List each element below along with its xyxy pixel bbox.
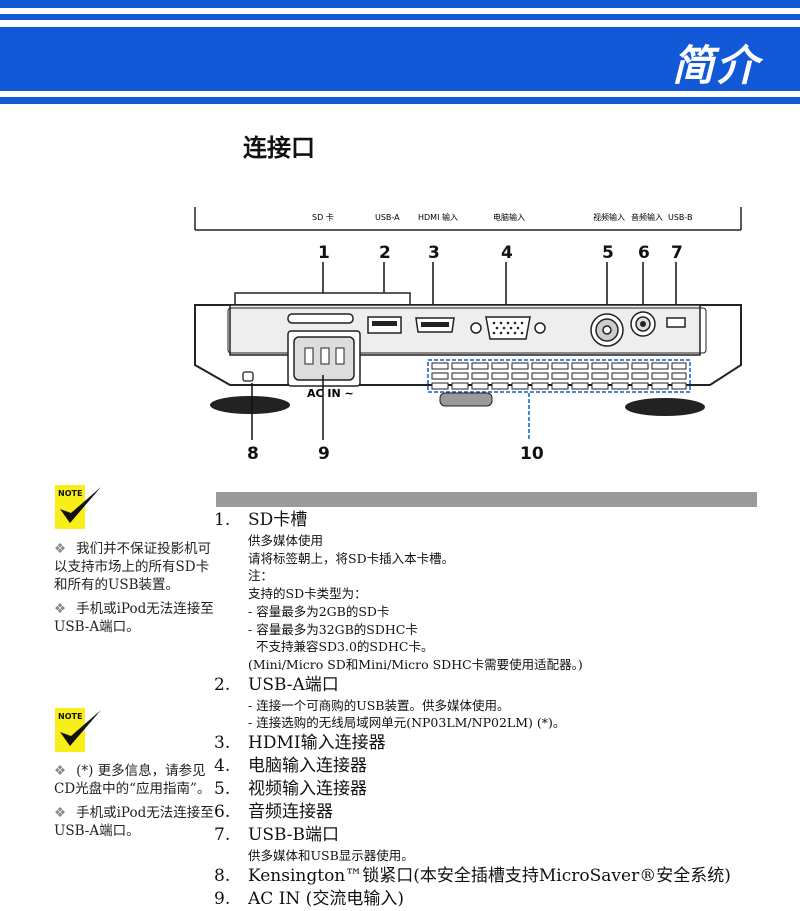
callout-8: 8 <box>247 444 259 464</box>
item-title: 音频连接器 <box>248 802 333 823</box>
item-title: 电脑输入连接器 <box>248 756 367 777</box>
item-title: AC IN (交流电输入) <box>248 888 404 909</box>
callout-10: 10 <box>520 444 544 464</box>
label-usb-a: USB-A <box>375 213 400 222</box>
item-title: USB-B端口 <box>248 825 340 846</box>
label-computer-in: 电脑输入 <box>493 212 525 222</box>
note-block-1: ❖我们并不保证投影机可以支持市场上的所有SD卡和所有的USB装置。 ❖手机或iP… <box>54 540 214 642</box>
list-item: 4.电脑输入连接器 <box>214 756 367 777</box>
note-2-paragraph-1: ❖(*) 更多信息，请参见CD光盘中的“应用指南”。 <box>54 763 211 797</box>
section-divider-bar <box>216 492 757 507</box>
list-item: 5.视频输入连接器 <box>214 779 367 800</box>
note-1-paragraph-2: ❖手机或iPod无法连接至USB-A端口。 <box>54 601 214 635</box>
item-description: 供多媒体使用请将标签朝上，将SD卡插入本卡槽。注：支持的SD卡类型为：- 容量最… <box>248 533 583 672</box>
label-video-in: 视频输入 <box>593 212 625 222</box>
callout-4: 4 <box>501 243 513 263</box>
note-block-2: ❖(*) 更多信息，请参见CD光盘中的“应用指南”。 ❖手机或iPod无法连接至… <box>54 762 214 846</box>
svg-text:NOTE: NOTE <box>58 489 82 498</box>
note-1-paragraph-1: ❖我们并不保证投影机可以支持市场上的所有SD卡和所有的USB装置。 <box>54 541 212 593</box>
header-band-thin-2 <box>0 14 800 20</box>
section-title: 连接口 <box>243 133 315 162</box>
label-hdmi-in: HDMI 输入 <box>418 212 458 222</box>
callout-6: 6 <box>638 243 650 263</box>
label-usb-b: USB-B <box>668 213 693 222</box>
list-item: 3.HDMI输入连接器 <box>214 733 386 754</box>
item-title: Kensington™锁紧口(本安全插槽支持MicroSaver®安全系统) <box>248 865 731 886</box>
header-band-thin-top <box>0 0 800 8</box>
callout-1: 1 <box>318 243 330 263</box>
callout-7: 7 <box>671 243 683 263</box>
item-title: 视频输入连接器 <box>248 779 367 800</box>
item-description: - 连接一个可商购的USB装置。供多媒体使用。- 连接选购的无线局域网单元(NP… <box>248 697 566 731</box>
callout-3: 3 <box>428 243 440 263</box>
label-sd-card: SD 卡 <box>312 212 334 222</box>
header-band-thin-bottom <box>0 97 800 104</box>
list-item: 7.USB-B端口 供多媒体和USB显示器使用。 <box>214 824 774 865</box>
ac-in-label: AC IN ∼ <box>307 387 354 400</box>
list-item: 8.Kensington™锁紧口(本安全插槽支持MicroSaver®安全系统) <box>214 865 731 886</box>
callout-2: 2 <box>379 243 391 263</box>
callout-9: 9 <box>318 444 330 464</box>
chapter-title: 简介 <box>671 41 760 90</box>
list-item: 1.SD卡槽 供多媒体使用请将标签朝上，将SD卡插入本卡槽。注：支持的SD卡类型… <box>214 509 774 674</box>
list-item: 6.音频连接器 <box>214 802 333 823</box>
item-title: USB-A端口 <box>248 674 339 695</box>
label-audio-in: 音频输入 <box>631 212 663 222</box>
header-band-main <box>0 27 800 91</box>
note-2-paragraph-2: ❖手机或iPod无法连接至USB-A端口。 <box>54 805 214 839</box>
connector-list: 1.SD卡槽 供多媒体使用请将标签朝上，将SD卡插入本卡槽。注：支持的SD卡类型… <box>214 509 774 911</box>
item-description: 供多媒体和USB显示器使用。 <box>248 848 414 864</box>
projector-connector-figure: SD 卡 USB-A HDMI 输入 电脑输入 视频输入 音频输入 USB-B … <box>194 207 742 464</box>
svg-text:NOTE: NOTE <box>58 712 82 721</box>
note-checkmark-icon: NOTE <box>55 708 101 752</box>
callout-5: 5 <box>602 243 614 263</box>
item-title: HDMI输入连接器 <box>248 733 386 754</box>
note-checkmark-icon: NOTE <box>55 485 101 529</box>
item-title: SD卡槽 <box>248 510 308 530</box>
list-item: 2.USB-A端口 - 连接一个可商购的USB装置。供多媒体使用。- 连接选购的… <box>214 674 774 732</box>
list-item: 9.AC IN (交流电输入) <box>214 888 404 909</box>
